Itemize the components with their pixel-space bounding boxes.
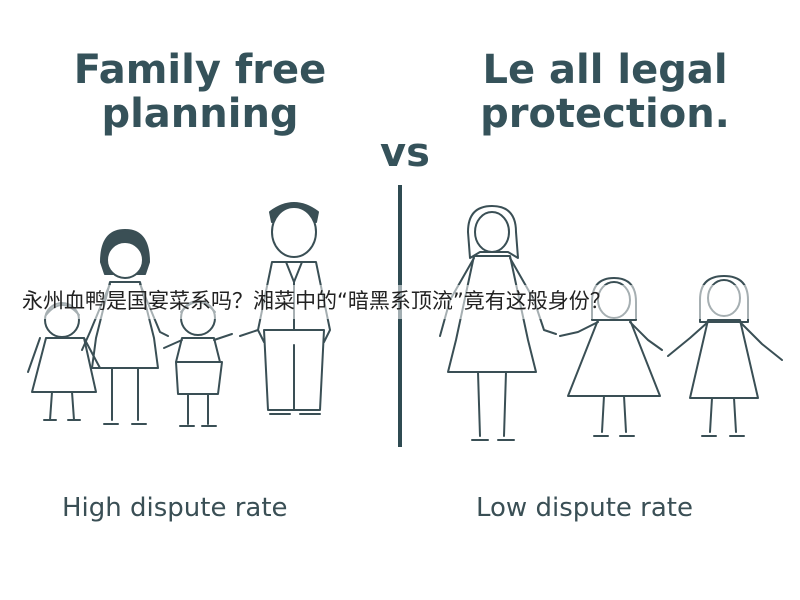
- left-heading-line2: planning: [101, 91, 299, 137]
- right-heading-line2: protection.: [480, 91, 730, 137]
- left-caption: High dispute rate: [62, 493, 288, 523]
- left-heading: Family free planning: [40, 48, 360, 136]
- left-mother-figure: [81, 229, 169, 425]
- headline-overlay-band: [0, 285, 800, 319]
- right-heading-line1: Le all legal: [482, 47, 728, 93]
- headline-overlay-text: 永州血鸭是国宴菜系吗？湘菜中的“暗黑系顶流”竟有这般身份？: [22, 289, 611, 313]
- right-caption: Low dispute rate: [476, 493, 693, 523]
- left-small-girl-figure: [27, 302, 101, 421]
- right-heading: Le all legal protection.: [440, 48, 770, 136]
- vs-label: vs: [380, 130, 430, 176]
- left-boy-figure: [163, 300, 233, 427]
- right-mother-figure: [439, 205, 557, 441]
- left-heading-line1: Family free: [73, 47, 327, 93]
- left-father-figure: [239, 202, 331, 415]
